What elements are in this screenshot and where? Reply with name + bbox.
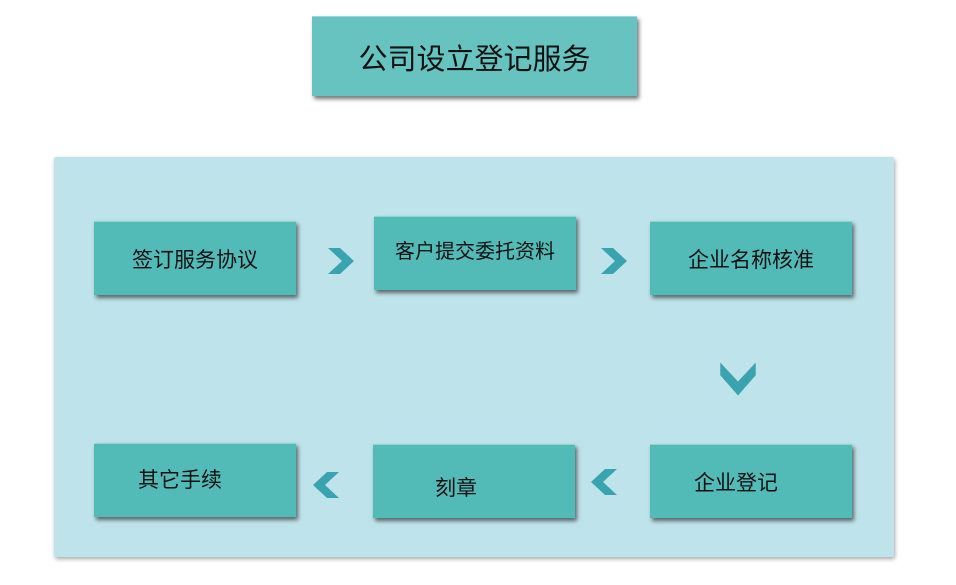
chevron-right-icon: [328, 248, 354, 274]
diagram-title: 公司设立登记服务: [312, 16, 637, 96]
chevron-down-icon: [720, 362, 756, 396]
step-submit-materials: 客户提交委托资料: [374, 216, 576, 290]
step-other-procedures: 其它手续: [94, 443, 296, 517]
chevron-right-icon: [601, 248, 627, 274]
chevron-left-icon: [313, 472, 339, 498]
step-enterprise-registration: 企业登记: [650, 444, 852, 518]
step-sign-agreement: 签订服务协议: [94, 221, 296, 295]
step-seal-carving: 刻章: [373, 444, 575, 518]
chevron-left-icon: [591, 469, 617, 495]
step-name-approval: 企业名称核准: [650, 221, 852, 295]
